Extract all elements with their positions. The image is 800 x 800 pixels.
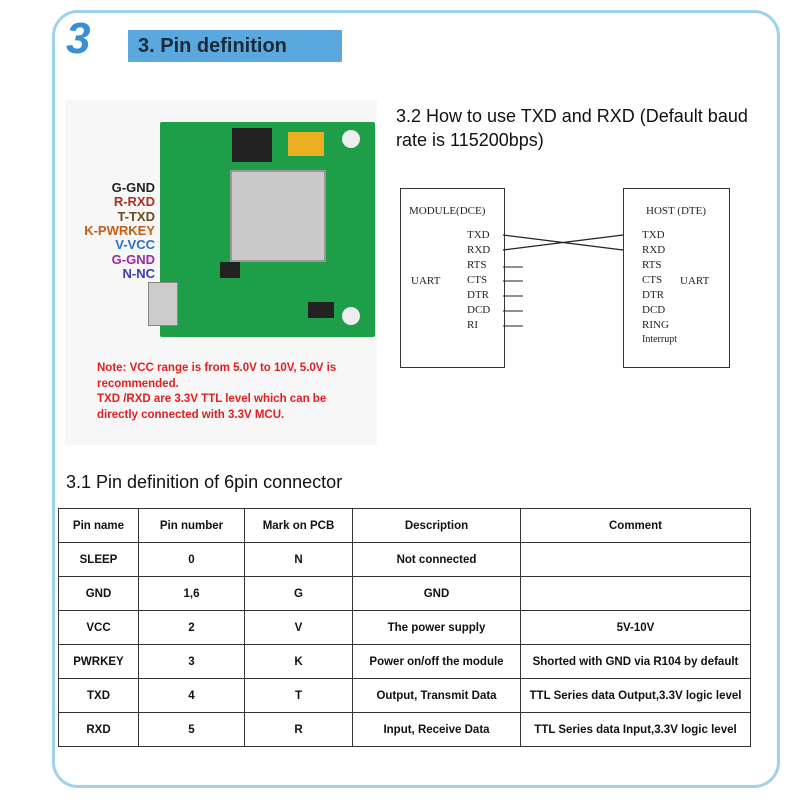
table-cell: Input, Receive Data (352, 712, 521, 747)
table-cell: Output, Transmit Data (352, 678, 521, 713)
table-cell: V (244, 610, 353, 645)
table-cell: 5 (138, 712, 245, 747)
table-cell: GND (352, 576, 521, 611)
table-cell: TTL Series data Input,3.3V logic level (520, 712, 751, 747)
uart-pin: RXD (467, 244, 491, 256)
host-label: HOST (DTE) (646, 205, 706, 217)
pin-label: N-NC (122, 265, 156, 281)
uart-pin: RXD (642, 244, 666, 256)
uart-pin: CTS (467, 274, 488, 286)
section-number: 3 (66, 14, 91, 63)
table-cell: Power on/off the module (352, 644, 521, 679)
table-cell: 5V-10V (520, 610, 751, 645)
module-box: MODULE(DCE) UART (400, 188, 505, 368)
table-cell: The power supply (352, 610, 521, 645)
column-header: Pin name (58, 508, 139, 543)
note-line: Note: VCC range is from 5.0V to 10V, 5.0… (97, 362, 337, 390)
column-header: Comment (520, 508, 751, 543)
pin-label: G-GND (111, 180, 155, 195)
table-cell: TXD (58, 678, 139, 713)
note-line: TXD /RXD are 3.3V TTL level which can be… (97, 393, 327, 421)
table-cell: GND (58, 576, 139, 611)
uart-pin: DTR (642, 289, 664, 301)
table-cell: G (244, 576, 353, 611)
pin-label: G-GND (111, 251, 155, 267)
table-cell: VCC (58, 610, 139, 645)
uart-label: UART (680, 275, 710, 287)
table-cell (520, 542, 751, 577)
table-heading: 3.1 Pin definition of 6pin connector (66, 472, 343, 492)
table-cell: K (244, 644, 353, 679)
uart-pin: DTR (467, 289, 489, 301)
uart-pin: DCD (467, 304, 491, 316)
table-cell: 2 (138, 610, 245, 645)
table-cell: Shorted with GND via R104 by default (520, 644, 751, 679)
table-cell: SLEEP (58, 542, 139, 577)
pin-label: V-VCC (115, 237, 155, 253)
column-header: Pin number (138, 508, 245, 543)
table-cell: N (244, 542, 353, 577)
uart-pin: TXD (642, 229, 665, 241)
uart-pin: RI (467, 319, 478, 331)
table-cell: PWRKEY (58, 644, 139, 679)
uart-heading: 3.2 How to use TXD and RXD (Default baud… (396, 106, 748, 150)
table-cell: 1,6 (138, 576, 245, 611)
table-cell: 4 (138, 678, 245, 713)
uart-pin: RING (642, 319, 669, 331)
module-label: MODULE(DCE) (409, 205, 486, 217)
sim-slot (230, 170, 326, 262)
section-title: 3. Pin definition (128, 30, 342, 62)
pin-label: R-RXD (113, 194, 155, 210)
table-cell: 3 (138, 644, 245, 679)
uart-pin: CTS (642, 274, 663, 286)
uart-pin: RTS (642, 259, 662, 271)
uart-pin: Interrupt (642, 334, 677, 345)
table-cell: TTL Series data Output,3.3V logic level (520, 678, 751, 713)
table-cell: T (244, 678, 353, 713)
table-cell (520, 576, 751, 611)
uart-pin: RTS (467, 259, 487, 271)
column-header: Mark on PCB (244, 508, 353, 543)
table-cell: R (244, 712, 353, 747)
uart-label: UART (411, 275, 441, 287)
page-frame (52, 10, 780, 788)
pin-label: K-PWRKEY (84, 222, 155, 238)
note-text: Note: VCC range is from 5.0V to 10V, 5.0… (97, 361, 367, 423)
table-cell: Not connected (352, 542, 521, 577)
uart-pin: DCD (642, 304, 666, 316)
table-cell: 0 (138, 542, 245, 577)
column-header: Description (352, 508, 521, 543)
pin-label: T-TXD (117, 208, 155, 224)
table-cell: RXD (58, 712, 139, 747)
host-box: HOST (DTE) UART (623, 188, 730, 368)
uart-pin: TXD (467, 229, 490, 241)
